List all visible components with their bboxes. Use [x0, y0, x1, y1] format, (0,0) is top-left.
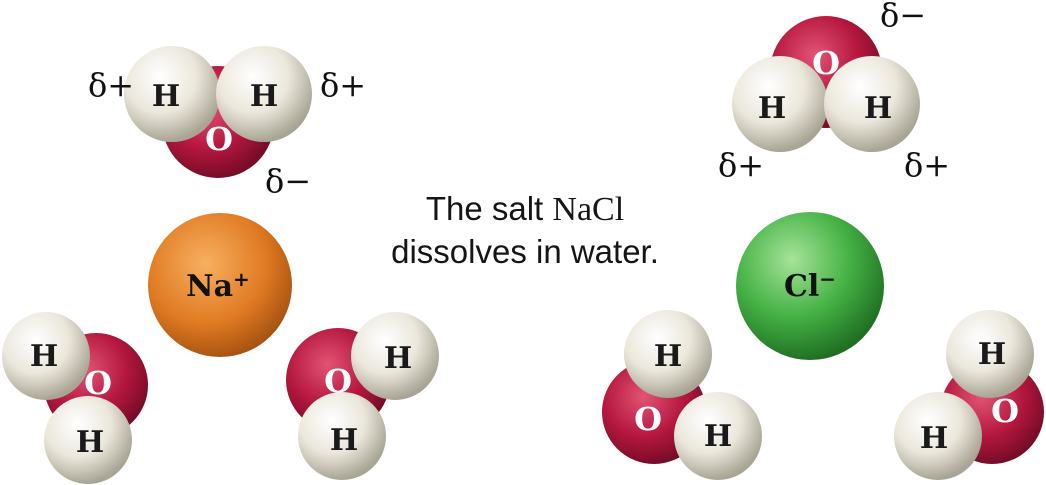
- partial-positive-charge: δ+: [320, 66, 366, 104]
- chloride-ion-label: Cl−: [784, 267, 836, 304]
- hydrogen-atom: [44, 396, 132, 484]
- oxygen-label: O: [812, 44, 840, 82]
- hydrogen-label: H: [654, 339, 682, 374]
- partial-positive-charge: δ+: [88, 66, 134, 104]
- hydrogen-atom: [946, 310, 1034, 398]
- hydrogen-label: H: [920, 421, 948, 456]
- hydrogen-atom: [824, 56, 920, 152]
- hydrogen-label: H: [864, 91, 892, 126]
- hydrogen-atom: [624, 310, 712, 398]
- hydrogen-label: H: [978, 337, 1006, 372]
- hydrogen-atom: [216, 46, 312, 142]
- oxygen-label: O: [634, 400, 662, 438]
- caption-line-1: The salt NaCl: [330, 188, 720, 231]
- sodium-ion: Na+: [148, 213, 292, 357]
- water-molecule-bottom-left: H H O: [2, 312, 148, 484]
- hydrogen-atom: [124, 46, 220, 142]
- partial-negative-charge: δ−: [880, 0, 926, 34]
- oxygen-label: O: [324, 362, 352, 400]
- hydrogen-atom: [732, 56, 828, 152]
- hydrogen-label: H: [152, 79, 180, 114]
- water-molecule-top-left: H H O: [124, 46, 312, 178]
- caption-prefix: The salt: [425, 190, 553, 227]
- water-molecule-bottom-right-b: H O H: [894, 310, 1044, 480]
- water-molecule-bottom-center: H H O: [286, 312, 439, 480]
- water-molecule-bottom-right-a: H O H: [602, 310, 762, 480]
- hydrogen-atom: [674, 392, 762, 480]
- hydrogen-label: H: [704, 419, 732, 454]
- hydrogen-label: H: [330, 423, 358, 458]
- caption-line-2: dissolves in water.: [391, 233, 659, 270]
- oxygen-label: O: [84, 364, 112, 402]
- hydrogen-label: H: [76, 425, 104, 460]
- chloride-ion: Cl−: [736, 212, 884, 360]
- hydrogen-label: H: [30, 339, 58, 374]
- partial-negative-charge: δ−: [265, 162, 311, 200]
- sodium-ion-label: Na+: [186, 267, 250, 304]
- oxygen-label: O: [205, 120, 233, 158]
- oxygen-label: O: [991, 392, 1019, 430]
- diagram-caption: The salt NaCl dissolves in water.: [330, 188, 720, 273]
- partial-positive-charge: δ+: [904, 146, 950, 184]
- hydrogen-atom: [894, 392, 982, 480]
- hydrogen-atom: [2, 312, 90, 400]
- partial-positive-charge: δ+: [718, 146, 764, 184]
- hydrogen-label: H: [250, 79, 278, 114]
- water-molecule-top-right: O H H: [732, 16, 920, 152]
- hydrogen-atom: [298, 392, 386, 480]
- hydrogen-label: H: [758, 91, 786, 126]
- hydrogen-label: H: [384, 341, 412, 376]
- caption-formula: NaCl: [552, 191, 625, 228]
- hydrogen-atom: [351, 312, 439, 400]
